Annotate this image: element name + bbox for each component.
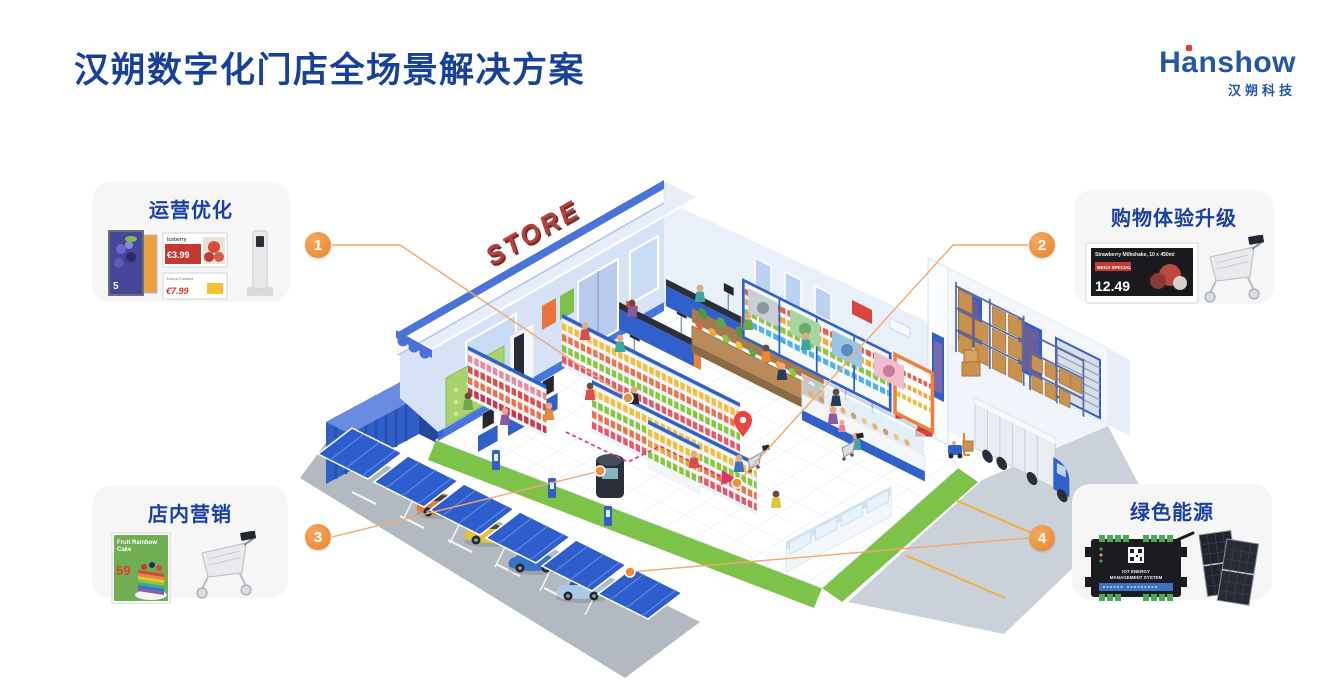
card-instore-marketing-graphic: Fruit Rainbow Cake 59: [111, 531, 257, 604]
marker-4: 4: [1029, 525, 1055, 551]
card-green-energy-gra phic: IOT ENERGY MANAGEMENT SYSTEM: [1085, 529, 1260, 606]
esl-price: 12.49: [1095, 278, 1130, 294]
poster-title-1: Fruit Rainbow: [117, 540, 157, 546]
card-operations-title: 运营优化: [149, 200, 233, 222]
logo-red-dot-icon: [1186, 45, 1193, 51]
poster-title-2: Cake: [117, 547, 132, 553]
card-operations-graphic: 5 Iceberry €3.99 Donut Cookies €7.99: [108, 230, 273, 300]
hanshow-logo: Hanshow 汉朔科技: [1159, 45, 1296, 99]
esl2-price: €7.99: [166, 286, 189, 296]
marker-2: 2: [1029, 232, 1055, 258]
poster-price: 5: [113, 281, 119, 292]
card-instore-marketing-title: 店内营销: [148, 504, 232, 526]
marker-3: 3: [305, 524, 331, 550]
store-roof: STORE STORE: [395, 178, 701, 359]
ev-charger: [604, 506, 612, 526]
freezer-chests: [785, 485, 892, 573]
grass-strip-right: [822, 468, 978, 602]
warehouse-rack: [955, 281, 1025, 387]
esl1-price: €3.99: [167, 250, 190, 260]
esl-display: Strawberry Milkshake, 10 x 450ml MEGA SP…: [1085, 242, 1199, 304]
solar-panels: [1198, 529, 1260, 606]
marker-1: 1: [305, 232, 331, 258]
forklift: [948, 433, 974, 459]
esl-badge: MEGA SPECIAL: [1097, 265, 1131, 270]
card-green-energy-title: 绿色能源: [1130, 502, 1214, 524]
card-shopping-experience-graphic: Strawberry Milkshake, 10 x 450ml MEGA SP…: [1085, 235, 1265, 304]
device-line2: MANAGEMENT SYSTEM: [1110, 575, 1163, 580]
location-pin-icon: [734, 411, 752, 437]
esl-tag-1: Iceberry €3.99: [162, 232, 228, 268]
warehouse-rack: [1029, 331, 1085, 418]
delivery-truck: [974, 397, 1070, 503]
parking-lot: [300, 437, 700, 678]
ev-charger: [548, 478, 556, 498]
card-shopping-experience: 购物体验升级 Strawberry Milkshake, 10 x 450ml …: [1074, 190, 1274, 304]
device-line1: IOT ENERGY: [1122, 569, 1150, 574]
promo-poster: Fruit Rainbow Cake 59: [111, 532, 171, 604]
callout-connectors: [331, 244, 1029, 573]
grass-strip-left: [428, 440, 822, 608]
warehouse: [927, 257, 1130, 446]
ev-charger: [492, 450, 500, 470]
card-shopping-experience-title: 购物体验升级: [1111, 208, 1237, 230]
card-operations: 运营优化 5 Iceberry €3.99 Donut Cookies €7.9…: [92, 182, 290, 302]
poster-price: 59: [116, 563, 130, 578]
page-title: 汉朔数字化门店全场景解决方案: [74, 51, 586, 90]
esl-title: Strawberry Milkshake, 10 x 450ml: [1095, 252, 1175, 258]
iot-energy-gateway: IOT ENERGY MANAGEMENT SYSTEM: [1085, 531, 1195, 601]
wall-posters: [748, 288, 904, 390]
solar-canopy: [316, 427, 684, 620]
smart-cart: [1204, 235, 1265, 303]
callout-endpoint-dots: [594, 392, 743, 578]
card-green-energy: 绿色能源 IOT ENERGY MANAGEMENT SYSTEM: [1072, 484, 1272, 606]
esl2-name: Donut Cookies: [167, 276, 193, 281]
monitoring-tower: [247, 230, 273, 296]
logo-brand-text: Hanshow: [1159, 45, 1296, 79]
esl1-name: Iceberry: [167, 237, 187, 243]
esl-tag-2: Donut Cookies €7.99: [162, 272, 228, 300]
card-instore-marketing: 店内营销 Fruit Rainbow Cake 59: [92, 486, 288, 604]
dock-apron: [848, 426, 1146, 634]
smart-cart: [196, 531, 257, 599]
shopper-route: [565, 431, 736, 485]
logo-subtitle: 汉朔科技: [1227, 83, 1296, 98]
